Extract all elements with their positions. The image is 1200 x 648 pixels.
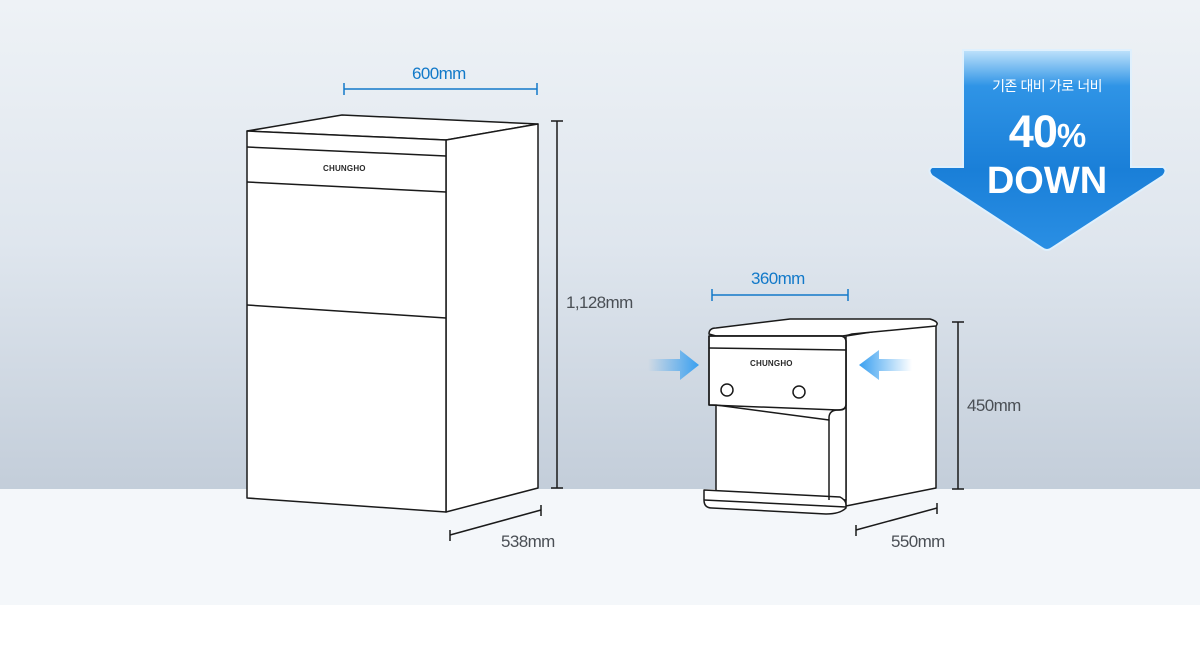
- small-width-dimension: [711, 289, 849, 301]
- badge-percent: 40%: [968, 108, 1126, 160]
- small-unit: [703, 318, 938, 515]
- down-arrow-badge-icon: [928, 49, 1167, 251]
- large-depth-dimension: [449, 505, 542, 541]
- arrow-left-icon: [859, 350, 912, 380]
- badge-down-text: DOWN: [986, 160, 1108, 202]
- large-depth-label: 538mm: [501, 532, 555, 551]
- badge-percent-sign: %: [1056, 117, 1086, 154]
- large-width-dimension: [343, 83, 538, 95]
- arrow-right-icon: [648, 350, 699, 380]
- small-depth-label: 550mm: [891, 532, 945, 551]
- small-unit-brand: CHUNGHO: [750, 359, 793, 368]
- small-width-label: 360mm: [751, 269, 805, 288]
- large-height-dimension: [551, 120, 563, 489]
- large-width-label: 600mm: [412, 64, 466, 83]
- small-height-dimension: [952, 321, 964, 490]
- small-height-label: 450mm: [967, 396, 1021, 415]
- small-depth-dimension: [855, 503, 938, 536]
- badge-percent-value: 40: [1008, 106, 1058, 157]
- product-size-comparison: CHUNGHO CHUNGHO 600mm 1,128mm 538mm 360m…: [0, 0, 1200, 605]
- large-unit-brand: CHUNGHO: [323, 164, 366, 173]
- large-height-label: 1,128mm: [566, 293, 633, 312]
- illustration: [246, 49, 1167, 541]
- large-unit: [246, 114, 539, 513]
- badge-subtitle: 기존 대비 가로 너비: [992, 79, 1102, 95]
- floor: [0, 489, 1200, 605]
